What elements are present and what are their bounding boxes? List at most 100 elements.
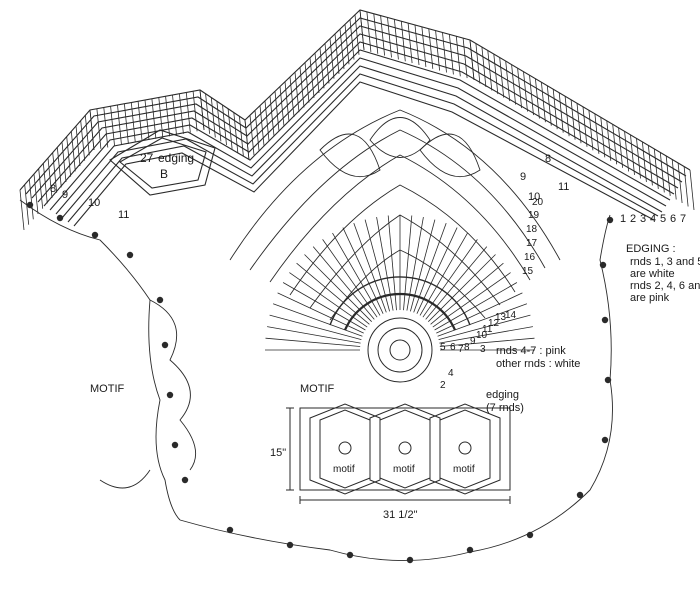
picot-dot [156, 296, 164, 304]
border-row-label: 11 [118, 209, 129, 221]
stitch-tick [529, 75, 534, 116]
stitch-tick [636, 138, 641, 179]
stitch-tick [42, 163, 48, 204]
row-counter-number: 3 [640, 213, 646, 225]
picot-dot [166, 391, 174, 399]
stitch-tick [244, 119, 250, 161]
stitch-tick [373, 13, 379, 54]
center-row-number: 9 [470, 336, 476, 347]
border-row-label: 10 [88, 197, 100, 209]
stitch-tick [66, 136, 72, 177]
stitch-tick [96, 108, 102, 149]
row-counter-number: 2 [630, 213, 636, 225]
stitch-tick [151, 98, 157, 139]
fan-ray [430, 262, 504, 325]
stitch-tick [124, 103, 129, 144]
fan-ray [304, 254, 372, 322]
stitch-tick [227, 108, 233, 149]
edging-legend-line: are pink [630, 292, 670, 304]
stitch-tick [455, 36, 461, 77]
fan-ray [428, 254, 496, 322]
stitch-tick [334, 33, 340, 74]
border-row-label: 10 [528, 191, 540, 203]
picot-dot [26, 201, 34, 209]
stitch-tick [284, 81, 290, 122]
fan-ray [269, 314, 362, 340]
stitch-tick [421, 26, 427, 67]
fan-ray [312, 246, 375, 320]
stitch-tick [487, 50, 493, 91]
fan-ray [296, 262, 370, 325]
edging-7-label: edging [486, 389, 519, 401]
scallop-dots [26, 201, 614, 564]
stitch-tick [469, 39, 475, 81]
stitch-tick [624, 131, 629, 172]
edging-b-number: 27 [140, 151, 154, 165]
stitch-tick [648, 145, 653, 186]
stitch-tick [205, 93, 210, 134]
stitch-tick [274, 91, 280, 132]
picot-dot [604, 376, 612, 384]
stitch-tick [535, 78, 540, 119]
stitch-tick [594, 113, 600, 154]
picot-dot [601, 436, 609, 444]
edging-legend-title: EDGING : [626, 243, 676, 255]
stitch-tick [558, 92, 564, 133]
motif-color-note: rnds 4-7 : pink [496, 345, 566, 357]
stitch-tick [659, 152, 665, 193]
row-counter-number: 4 [650, 213, 656, 225]
stitch-tick [80, 120, 86, 161]
edging-b-word: edging [158, 151, 194, 165]
picot-dot [91, 231, 99, 239]
picot-dot [346, 551, 354, 559]
stitch-tick [222, 104, 227, 146]
fan-ray [434, 282, 518, 331]
stitch-tick [110, 106, 115, 147]
stitch-tick [546, 85, 552, 126]
stitch-tick [56, 147, 62, 188]
picot-dot [126, 251, 134, 259]
stitch-tick [216, 101, 222, 142]
center-row-number: 18 [526, 224, 538, 235]
stitch-tick [137, 101, 143, 142]
center-row-number: 14 [505, 310, 517, 321]
center-row-number: 5 [440, 342, 446, 353]
stitch-tick [130, 102, 136, 143]
fan-ray [387, 215, 397, 311]
center-row-number: 20 [532, 197, 544, 208]
row-counter-number: 1 [620, 213, 626, 225]
center-row-number: 16 [524, 252, 536, 263]
center-row-number: 15 [522, 266, 534, 277]
edging-legend-line: are white [630, 268, 675, 280]
border-row-label: 11 [558, 181, 569, 193]
runner-schematic [286, 403, 511, 504]
picot-dot [181, 476, 189, 484]
fan-ray [342, 227, 384, 314]
stitch-tick [677, 162, 683, 204]
stitch-tick [349, 19, 355, 60]
center-row-number: 12 [488, 318, 500, 329]
stitch-tick [582, 106, 588, 147]
center-row-number: 13 [495, 312, 507, 323]
border-row-label: 8 [50, 183, 56, 195]
picot-dot [161, 341, 169, 349]
fan-ray [416, 227, 458, 314]
stitch-tick [475, 43, 481, 84]
center-row-number: 11 [482, 324, 493, 335]
stitch-tick [428, 28, 434, 69]
row-counter: 1 2 3 4 5 6 7 [620, 213, 686, 225]
center-row-number: 3 [480, 344, 486, 355]
fan-ray [425, 246, 488, 320]
motif-left-label: MOTIF [90, 383, 124, 395]
stitch-tick [387, 17, 392, 58]
border-row-label: 9 [62, 189, 68, 201]
stitch-tick [339, 29, 345, 70]
fan-ray [439, 337, 535, 347]
center-circle [329, 276, 471, 383]
stitch-tick [38, 168, 44, 209]
stitch-tick [407, 23, 413, 64]
fan-ray [438, 314, 531, 340]
row-counter-number: 7 [680, 213, 686, 225]
fan-ray [437, 303, 528, 337]
stitch-tick [329, 38, 335, 79]
